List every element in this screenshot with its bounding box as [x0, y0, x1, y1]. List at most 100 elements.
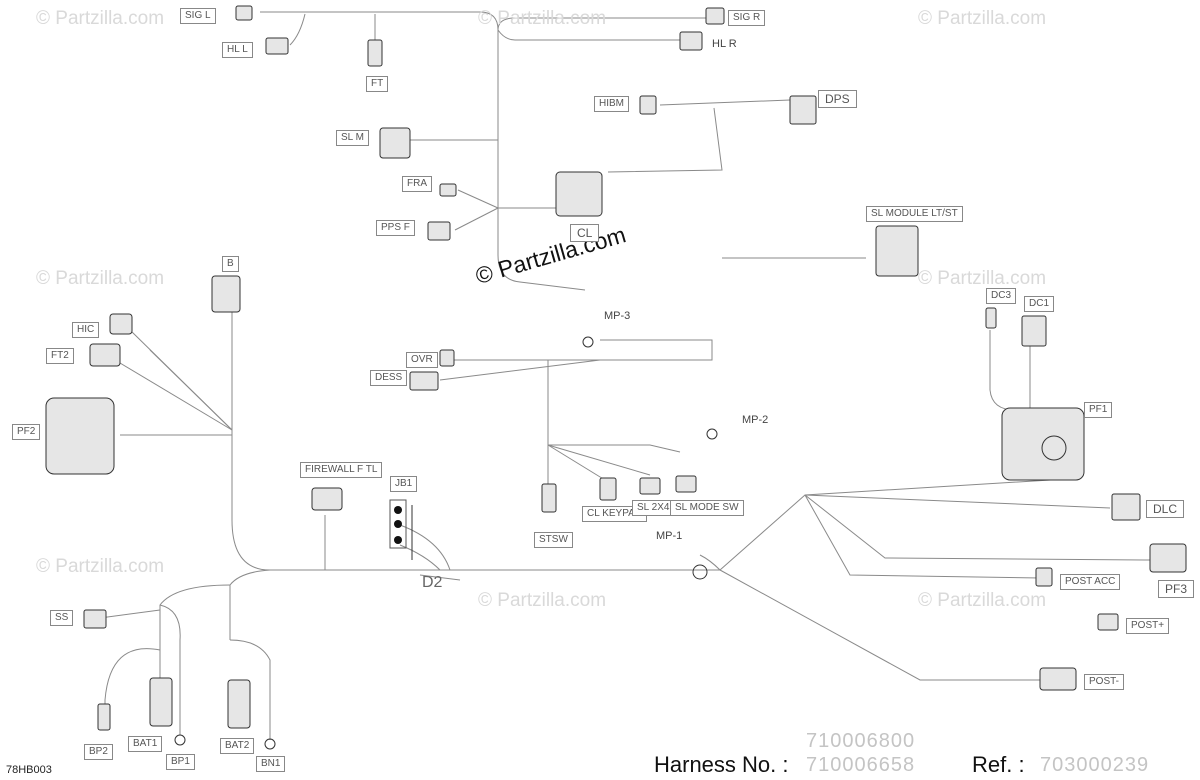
label-dc1: DC1	[1024, 296, 1055, 312]
harness-number-1: 710006800	[806, 730, 916, 752]
junction-block-jb1	[389, 499, 407, 549]
trunk-top-right	[497, 17, 706, 31]
label-sig-l: SIG L	[180, 8, 216, 24]
connector-post-acc	[1035, 567, 1053, 587]
watermark: © Partzilla.com	[478, 590, 607, 611]
connector-post-minus	[1039, 667, 1077, 691]
connector-hl-l	[265, 37, 289, 55]
label-post-acc: POST ACC	[1060, 574, 1121, 590]
connector-pps-f	[427, 221, 451, 241]
connector-pf2	[45, 397, 115, 475]
label-pf2: PF2	[12, 424, 41, 440]
label-cl-keypad: CL KEYPAD	[582, 506, 648, 522]
label-bp2: BP2	[84, 744, 113, 760]
connector-cl	[555, 171, 603, 217]
label-hl-l: HL L	[222, 42, 253, 58]
label-post-plus: POST+	[1126, 618, 1170, 634]
fuse-jb1-3	[394, 536, 402, 544]
connector-firewall	[311, 487, 343, 511]
watermark: © Partzilla.com	[918, 268, 1047, 289]
diagram-code: 78HB003	[6, 764, 52, 776]
label-dps: DPS	[818, 90, 857, 108]
label-ss: SS	[50, 610, 74, 626]
fuse-jb1-2	[394, 520, 402, 528]
ref-label: Ref. :	[972, 752, 1025, 777]
label-mp3: MP-3	[604, 310, 631, 322]
label-cl: CL	[570, 224, 600, 242]
connector-ss	[83, 609, 107, 629]
ref-number: 703000239	[1040, 754, 1150, 776]
connector-sl-module	[875, 225, 919, 277]
connector-sl-mode-sw	[675, 475, 697, 493]
connector-sig-l	[235, 5, 253, 21]
label-pf3: PF3	[1158, 580, 1195, 598]
label-d2: D2	[422, 574, 443, 591]
watermark: © Partzilla.com	[36, 8, 165, 29]
label-ft: FT	[366, 76, 389, 92]
connector-post-plus	[1097, 613, 1119, 631]
connector-cl-keypad	[599, 477, 617, 501]
label-dlc: DLC	[1146, 500, 1185, 518]
watermark: © Partzilla.com	[36, 556, 165, 577]
ground-mp3	[582, 336, 594, 348]
connector-ovr	[439, 349, 455, 367]
ring-terminal-bp1	[174, 734, 186, 746]
connector-dps	[789, 95, 817, 125]
label-hic: HIC	[72, 322, 100, 338]
connector-hl-r	[679, 31, 703, 51]
harness-number-2: 710006658	[806, 754, 916, 776]
label-firewall: FIREWALL F TL	[300, 462, 383, 478]
label-sig-r: SIG R	[728, 10, 766, 26]
label-dess: DESS	[370, 370, 408, 386]
label-stsw: STSW	[534, 532, 573, 548]
terminal-bat1	[149, 677, 173, 727]
connector-ft2	[89, 343, 121, 367]
label-mp1: MP-1	[656, 530, 683, 542]
label-hl-r: HL R	[712, 38, 737, 50]
trunk-top	[260, 11, 586, 291]
label-bat1: BAT1	[128, 736, 163, 752]
connector-hic	[109, 313, 133, 335]
label-ovr: OVR	[406, 352, 438, 368]
label-bp1: BP1	[166, 754, 195, 770]
label-pf1: PF1	[1084, 402, 1113, 418]
connector-dc3	[985, 307, 997, 329]
connector-dlc	[1111, 493, 1141, 521]
label-dc3: DC3	[986, 288, 1017, 304]
connector-fra	[439, 183, 457, 197]
label-sl-2x4: SL 2X4	[632, 500, 675, 516]
label-fra: FRA	[402, 176, 432, 192]
ground-mp1	[692, 564, 708, 580]
connector-hibm	[639, 95, 657, 115]
harness-label: Harness No. :	[654, 752, 789, 777]
watermark: © Partzilla.com	[478, 8, 607, 29]
label-b: B	[222, 256, 239, 272]
label-mp2: MP-2	[742, 414, 769, 426]
watermark: © Partzilla.com	[918, 590, 1047, 611]
connector-b	[211, 275, 241, 313]
connector-sig-r	[705, 7, 725, 25]
connector-sl-2x4	[639, 477, 661, 495]
label-bn1: BN1	[256, 756, 286, 772]
label-jb1: JB1	[390, 476, 418, 492]
label-sl-module: SL MODULE LT/ST	[866, 206, 963, 222]
watermark: © Partzilla.com	[36, 268, 165, 289]
label-sl-m: SL M	[336, 130, 369, 146]
label-sl-mode-sw: SL MODE SW	[670, 500, 744, 516]
connector-ft	[367, 39, 383, 67]
connector-stsw	[541, 483, 557, 513]
label-pps-f: PPS F	[376, 220, 415, 236]
label-bat2: BAT2	[220, 738, 255, 754]
terminal-bat2	[227, 679, 251, 729]
label-ft2: FT2	[46, 348, 74, 364]
fuse-jb1-1	[394, 506, 402, 514]
label-hibm: HIBM	[594, 96, 629, 112]
terminal-bp2	[97, 703, 111, 731]
connector-pf3	[1149, 543, 1187, 573]
ring-terminal-bn1	[264, 738, 276, 750]
ground-mp2	[706, 428, 718, 440]
connector-dc1	[1021, 315, 1047, 347]
connector-dess	[409, 371, 439, 391]
connector-sl-m	[379, 127, 411, 159]
